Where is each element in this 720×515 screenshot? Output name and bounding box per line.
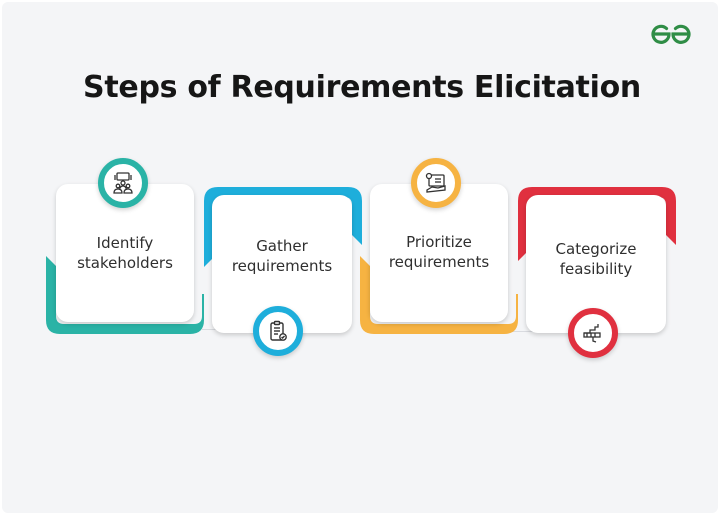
- priority-board-icon: [425, 172, 446, 193]
- step-2-label-line1: Gather: [256, 237, 308, 255]
- step-1-label-line1: Identify: [96, 234, 154, 252]
- step-2-label-line2: requirements: [231, 257, 333, 275]
- step-1-icon-ring: [98, 158, 148, 208]
- step-4-label-line1: Categorize: [555, 240, 637, 258]
- step-3-label-line1: Prioritize: [406, 233, 472, 251]
- clipboard-checklist-icon: [270, 320, 287, 341]
- page-title: Steps of Requirements Elicitation: [83, 70, 641, 105]
- step-2-icon-ring: [253, 306, 303, 356]
- gfg-logo-icon: [651, 24, 691, 44]
- step-1-label-line2: stakeholders: [77, 254, 173, 272]
- step-3-frame: [360, 256, 518, 334]
- step-4-icon-ring: [568, 308, 618, 358]
- step-4-label-line2: feasibility: [559, 260, 633, 278]
- stakeholders-group-icon: [113, 172, 133, 194]
- step-4-frame: [518, 187, 676, 261]
- step-3-icon-ring: [411, 158, 461, 208]
- step-1-frame: [46, 256, 204, 334]
- step-3-label-line2: requirements: [388, 253, 490, 271]
- feasibility-chart-icon: [583, 324, 601, 343]
